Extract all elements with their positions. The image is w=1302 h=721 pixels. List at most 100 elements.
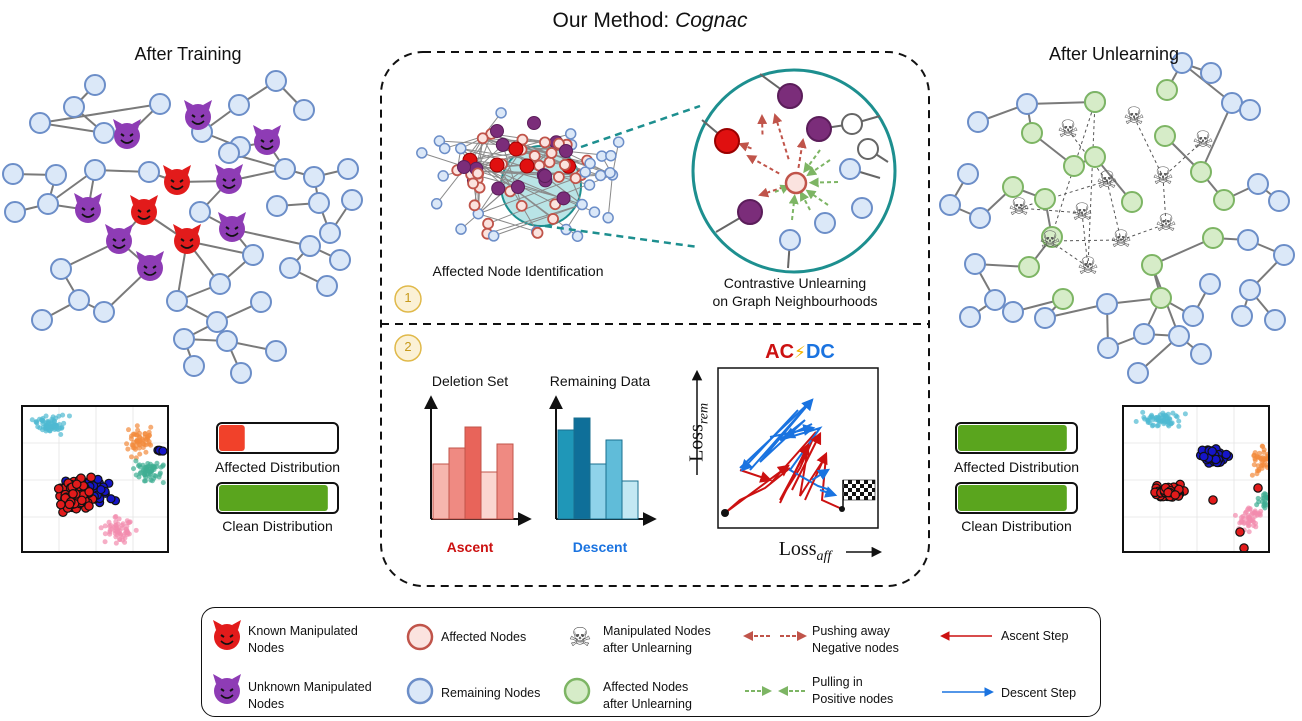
affected-node-after-unlearning <box>1202 227 1224 249</box>
manipulated-node <box>556 191 571 206</box>
remaining-node <box>31 309 53 331</box>
pink-point <box>1232 512 1238 518</box>
purple-devil-icon-horns <box>213 674 241 684</box>
affected-node <box>539 136 551 149</box>
purple-devil-icon-mouth <box>220 694 234 699</box>
lightning-bolt-icon: ⚡ <box>794 343 806 362</box>
push-arrow <box>738 142 752 152</box>
remaining-node <box>604 166 616 179</box>
red-point <box>71 479 82 490</box>
blue-point <box>106 494 116 504</box>
manipulated-node <box>495 137 510 152</box>
remaining-node <box>438 142 451 155</box>
method-dashed-box <box>380 51 930 587</box>
red-point <box>1239 543 1249 552</box>
affected-node <box>471 167 484 180</box>
teal-point <box>151 475 157 481</box>
skull-crossbones-icon: ☠ <box>1110 226 1132 253</box>
remaining-node <box>1199 273 1221 295</box>
known-manipulated-node <box>489 157 505 173</box>
remaining-node <box>50 258 72 280</box>
remaining-node <box>293 99 315 121</box>
affected-node-after-unlearning <box>1084 91 1106 113</box>
purple-devil-icon <box>106 228 132 254</box>
affected-node-after-unlearning <box>1213 189 1235 211</box>
red-devil-icon-eyes <box>180 238 194 242</box>
red-devil-icon-horns <box>163 165 191 175</box>
remaining-node <box>814 212 836 234</box>
orange-point <box>1264 456 1269 462</box>
affected-node <box>468 199 481 212</box>
pink-point <box>1252 508 1258 514</box>
legend-manipulated-after-line2: after Unlearning <box>603 641 692 655</box>
skull-crossbones-icon: ☠ <box>1071 199 1093 226</box>
cyan-point <box>1133 419 1139 425</box>
orange-point <box>143 449 149 455</box>
affected-distribution-label-right: Affected Distribution <box>953 459 1080 475</box>
orange-point <box>137 434 143 440</box>
blue-point <box>1221 449 1232 460</box>
deletion-bar <box>432 463 450 520</box>
descent-label: Descent <box>572 539 628 555</box>
orange-point <box>134 423 140 429</box>
remaining-node <box>29 112 51 134</box>
orange-point <box>1256 467 1262 473</box>
teal-point <box>131 466 137 472</box>
orange-point <box>1259 459 1265 465</box>
red-point <box>1208 495 1218 505</box>
clean-distribution-label-left: Clean Distribution <box>222 518 333 534</box>
cyan-point <box>1160 418 1166 424</box>
legend-affected-after-line1: Affected Nodes <box>603 680 689 694</box>
purple-devil-icon-mouth <box>222 184 236 189</box>
remaining-node <box>166 290 188 312</box>
cyan-point <box>53 415 59 421</box>
manipulated-node <box>538 169 552 183</box>
pink-point <box>113 540 119 546</box>
graph-edge <box>1162 176 1167 225</box>
remaining-node <box>1231 305 1253 327</box>
orange-point <box>140 438 146 444</box>
manipulated-node <box>457 160 471 174</box>
pink-point <box>102 523 108 529</box>
page-title: Our Method: Cognac <box>500 8 800 33</box>
purple-devil-icon-horns <box>113 119 141 129</box>
method-name: Cognac <box>675 9 748 32</box>
remaining-node <box>605 149 617 162</box>
title-prefix: Our Method: <box>552 9 676 32</box>
affected-node-after-unlearning <box>1121 191 1143 213</box>
remaining-bar <box>557 429 575 520</box>
skull-crossbones-icon: ☠ <box>1039 227 1061 254</box>
descent-step-arrow <box>769 424 816 438</box>
blue-point <box>1207 446 1218 457</box>
red-devil-icon-horns <box>130 195 158 205</box>
teal-point <box>1261 495 1267 501</box>
after-unlearning-graph <box>939 52 1295 384</box>
contrastive-caption-line1: Contrastive Unlearning <box>723 275 867 291</box>
affected-after-node-legend <box>563 677 591 705</box>
remaining-node <box>779 229 801 251</box>
cyan-point <box>60 412 66 418</box>
pull-arrow <box>805 189 829 206</box>
teal-point <box>143 465 149 471</box>
teal-point <box>138 469 144 475</box>
red-point <box>1253 483 1263 493</box>
graph-edge <box>1200 102 1233 173</box>
y-axis-label: Lossrem <box>685 402 712 462</box>
purple-devil-icon <box>214 678 240 704</box>
push-arrow <box>796 138 807 169</box>
cyan-point <box>1157 412 1163 418</box>
remaining-node <box>1264 309 1286 331</box>
remaining-node <box>93 301 115 323</box>
graph-edge <box>493 204 583 237</box>
red-point <box>64 499 75 510</box>
step-1-badge <box>394 285 422 313</box>
remaining-node <box>939 194 961 216</box>
red-point <box>56 499 66 510</box>
graph-edge <box>1026 101 1096 105</box>
remaining-node <box>173 328 195 350</box>
checkered-flag-icon <box>842 479 876 501</box>
blue-point <box>96 484 106 495</box>
neutral-node <box>857 138 879 160</box>
pink-point <box>102 531 108 537</box>
affected-node-after-unlearning <box>1052 288 1074 310</box>
